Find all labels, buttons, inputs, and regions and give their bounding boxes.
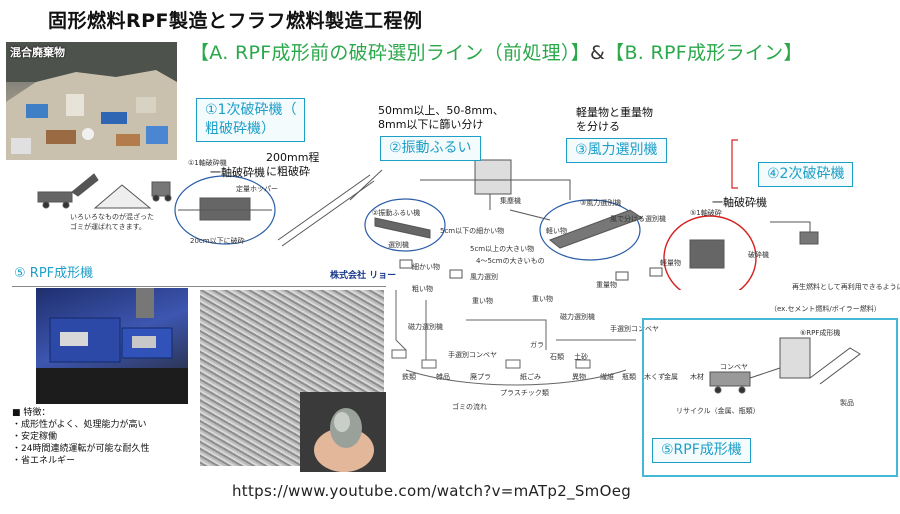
- diagram-label: 5cm以上の大きい物: [470, 245, 535, 253]
- rpf-machine-illustration: [36, 288, 188, 404]
- diagram-label: 土砂: [574, 353, 588, 361]
- crusher-1-callout-line2: 粗破砕機）: [205, 121, 275, 137]
- diagram-label: 4〜5cmの大きいもの: [476, 257, 545, 265]
- diagram-label: ①1軸破砕機: [188, 159, 227, 167]
- feature-item: ・成形性がよく、処理能力が高い: [12, 420, 147, 430]
- weight-separation-note-line1: 軽量物と重量物: [576, 106, 653, 119]
- diagram-label: 手選別コンベヤ: [448, 351, 497, 359]
- rpf-forming-line-drawing: [709, 337, 861, 394]
- rpf-sample-illustration: [314, 408, 374, 472]
- uniaxial-crusher-note-2: 一軸破砕機: [712, 196, 767, 209]
- diagram-label: プラスチック類: [500, 389, 549, 397]
- coarse-crush-note: 200mm程 に粗破砕: [266, 151, 319, 179]
- diagram-label: 軽い物: [546, 227, 567, 235]
- diagram-label: 20cm以下に破砕: [190, 237, 245, 245]
- subtitle-line-b: 【B. RPF成形ライン】: [605, 42, 803, 64]
- diagram-label: ガラ: [530, 341, 544, 349]
- diagram-label: コンベヤ: [720, 363, 748, 371]
- diagram-label: 手選別コンベヤ: [610, 325, 659, 333]
- diagram-label: 重量物: [596, 281, 617, 289]
- feature-item: ・安定稼働: [12, 432, 58, 442]
- diagram-label: リサイクル（金属、瓶類）: [676, 407, 760, 415]
- diagram-label: 定量ホッパー: [236, 185, 278, 193]
- diagram-label: ⑤1軸破砕: [690, 209, 722, 217]
- rpf-machine-heading: ⑤ RPF成形機: [14, 266, 94, 281]
- weight-separation-note: 軽量物と重量物 を分ける: [576, 106, 653, 134]
- weight-separation-note-line2: を分ける: [576, 120, 620, 133]
- coarse-crush-note-line1: 200mm程: [266, 151, 320, 164]
- crusher-2-callout: ④2次破砕機: [758, 162, 854, 187]
- diagram-label: 磁力選別機: [560, 313, 595, 321]
- diagram-label: 鉄類: [402, 373, 416, 381]
- diagram-label: 重い物: [532, 295, 553, 303]
- diagram-label: 軽量物: [660, 259, 681, 267]
- diagram-label: 風力選別: [470, 273, 498, 281]
- mixed-waste-illustration: [6, 42, 177, 160]
- diagram-label: 木材: [690, 373, 704, 381]
- diagram-label: ②振動ふるい機: [372, 209, 421, 217]
- diagram-label: ⑥RPF成形機: [800, 329, 841, 337]
- diagram-label: ③風力選別機: [580, 199, 622, 207]
- sieve-size-note: 50mm以上、50-8mm、 8mm以下に篩い分け: [378, 104, 504, 132]
- diagram-label: 細かい物: [412, 263, 440, 271]
- diagram-label: 集塵機: [500, 197, 521, 205]
- coarse-crush-note-line2: に粗破砕: [266, 165, 310, 178]
- source-url[interactable]: https://www.youtube.com/watch?v=mATp2_Sm…: [232, 482, 632, 500]
- diagram-label: 再生燃料として再利用できるようにする。: [792, 283, 900, 291]
- rpf-machine-callout: ⑤RPF成形機: [652, 438, 751, 463]
- wind-classifier-callout: ③風力選別機: [566, 138, 667, 163]
- diagram-label: 金属: [664, 373, 678, 381]
- diagram-label: 選別機: [388, 241, 409, 249]
- features-title: ■ 特徴：: [12, 408, 51, 418]
- sieve-size-note-line2: 8mm以下に篩い分け: [378, 118, 484, 131]
- process-flow-diagram: [37, 139, 819, 290]
- crusher-1-callout: ①1次破砕機（ 粗破砕機）: [196, 98, 306, 142]
- mixed-waste-photo: [6, 42, 177, 160]
- manufacturer-logo: 株式会社 リョー: [330, 271, 397, 281]
- sieve-size-note-line1: 50mm以上、50-8mm、: [378, 104, 504, 117]
- feature-item: ・24時間連続運転が可能な耐久性: [12, 444, 150, 454]
- diagram-label: 5cm以下の細かい物: [440, 227, 505, 235]
- rpf-machine-photo: [36, 288, 188, 404]
- crusher-1-callout-line1: ①1次破砕機（: [205, 102, 297, 118]
- feature-item: ・省エネルギー: [12, 456, 76, 466]
- diagram-label: 粗い物: [412, 285, 433, 293]
- diagram-label: 石類: [550, 353, 564, 361]
- vibrating-sieve-callout: ②振動ふるい: [380, 136, 481, 161]
- page-subtitle: 【A. RPF成形前の破砕選別ライン（前処理）】&【B. RPF成形ライン】: [190, 38, 803, 65]
- subtitle-ampersand: &: [590, 42, 606, 64]
- diagram-label: 異物: [572, 373, 586, 381]
- subtitle-line-a: 【A. RPF成形前の破砕選別ライン（前処理）】: [190, 42, 591, 64]
- page-title: 固形燃料RPF製造とフラフ燃料製造工程例: [48, 10, 423, 32]
- rpf-sample-in-hand-photo: [300, 392, 386, 472]
- lower-process-lines: [391, 290, 636, 386]
- diagram-label: 紙ごみ: [520, 373, 541, 381]
- diagram-label: 瓶類: [622, 373, 636, 381]
- rpf-panel-divider: [12, 286, 386, 287]
- diagram-label: ゴミの流れ: [452, 403, 487, 411]
- mixed-waste-label: 混合廃棄物: [10, 46, 65, 59]
- diagram-label: （ex.セメント燃料/ボイラー燃料）: [770, 305, 881, 313]
- uniaxial-crusher-note-1: 一軸破砕機: [210, 166, 265, 179]
- rpf-forming-line-frame: [642, 318, 898, 477]
- diagram-label: 重い物: [472, 297, 493, 305]
- diagram-label: 製品: [840, 399, 854, 407]
- diagram-label: 風で分ける選別機: [610, 215, 666, 223]
- diagram-label: 廃プラ: [470, 373, 491, 381]
- rpf-features: ■ 特徴： ・成形性がよく、処理能力が高い ・安定稼働 ・24時間連続運転が可能…: [12, 407, 149, 467]
- diagram-label: 破砕機: [748, 251, 769, 259]
- diagram-label: 雑品: [436, 373, 450, 381]
- diagram-label: いろいろなものが混ざったゴミが運ばれてきます。: [70, 213, 154, 231]
- diagram-label: 繊維: [600, 373, 614, 381]
- diagram-label: 木くず: [644, 373, 665, 381]
